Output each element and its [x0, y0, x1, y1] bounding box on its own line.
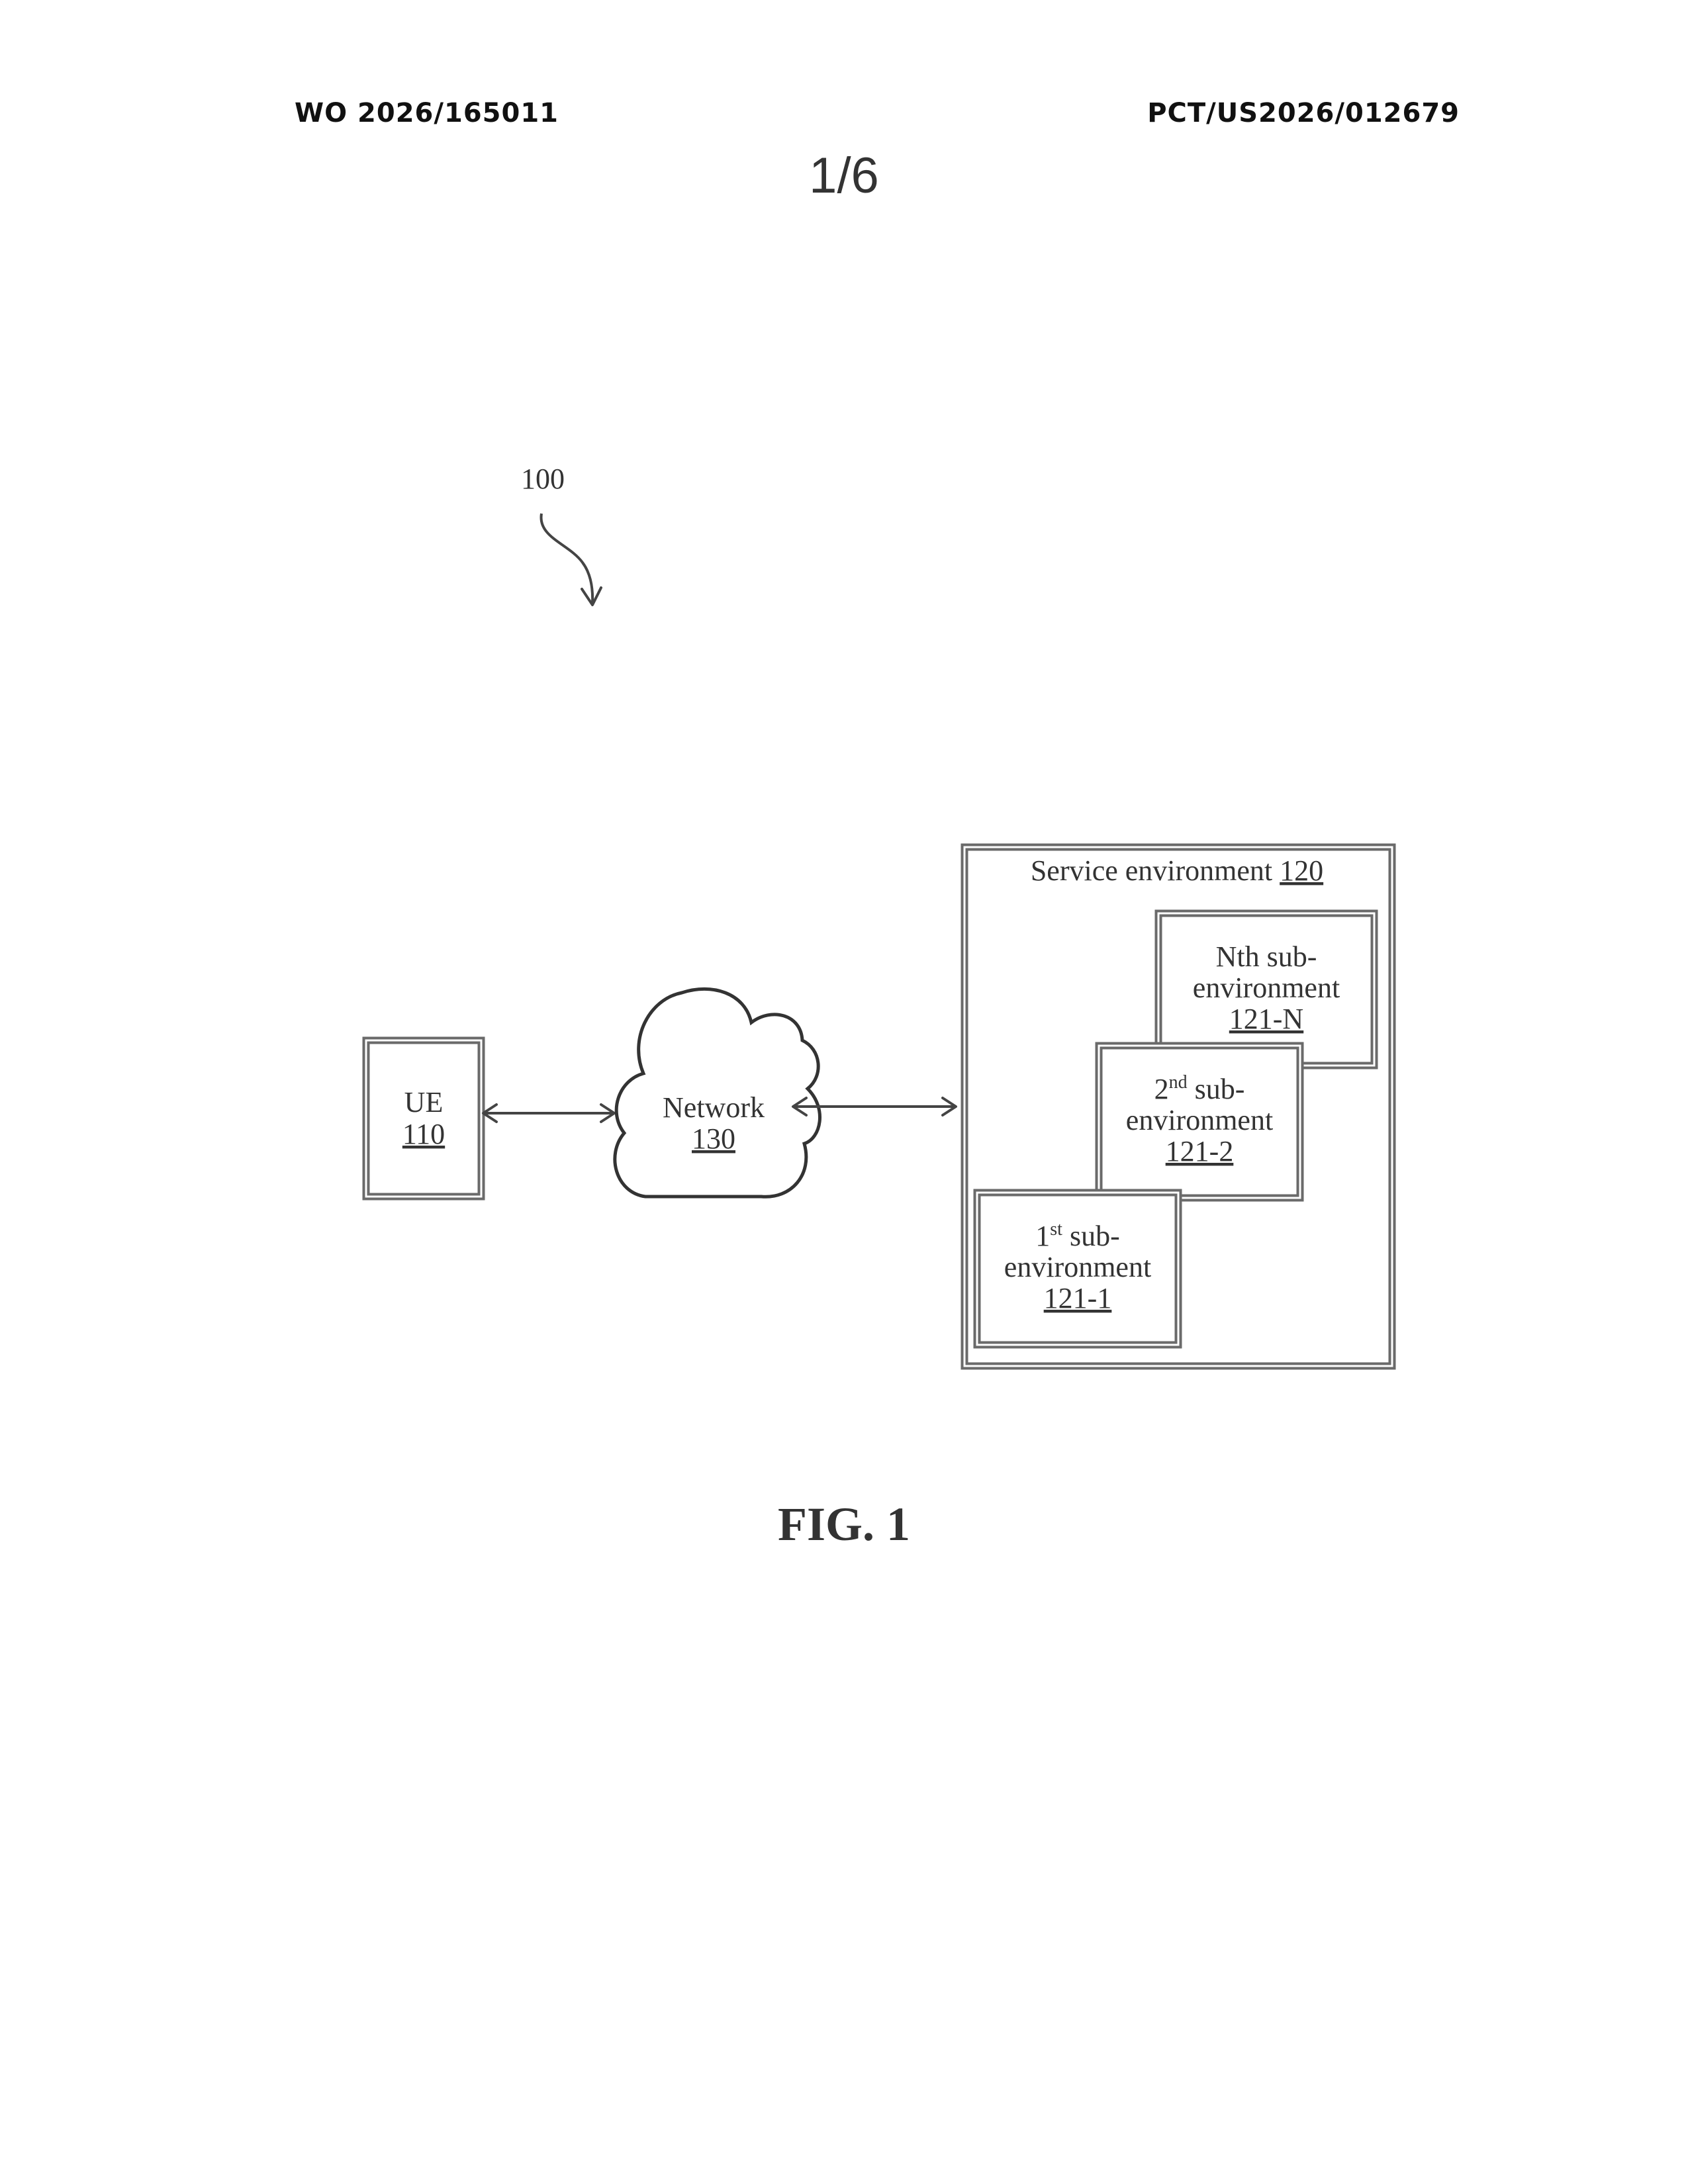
sub-environment-1-box: 1st sub- environment 121-1 [977, 1193, 1178, 1345]
sub-environment-2-line2: environment [1126, 1104, 1273, 1136]
ue-ref: 110 [402, 1118, 445, 1150]
sub-environment-1-suffix-text: sub- [1062, 1220, 1120, 1252]
sub-environment-2-box: 2nd sub- environment 121-2 [1099, 1046, 1300, 1198]
figure-caption: FIG. 1 [0, 1497, 1688, 1552]
sub-environment-n-line1: Nth sub- [1216, 940, 1317, 973]
sub-environment-n-suffix-text: sub- [1260, 940, 1317, 973]
service-environment-ref: 120 [1280, 854, 1323, 887]
service-environment-name: Service environment [1031, 854, 1272, 887]
ue-box: UE 110 [366, 1040, 481, 1197]
sub-environment-2-ordinal-suffix: nd [1169, 1072, 1188, 1093]
network-cloud: Network 130 [615, 989, 820, 1197]
sub-environment-1-line2: environment [1004, 1251, 1151, 1283]
sub-environment-1-ref: 121-1 [1044, 1282, 1112, 1314]
sub-environment-n-ordinal: Nth [1216, 940, 1260, 973]
service-environment-gap [1272, 854, 1280, 887]
sub-environment-1-line1: 1st sub- [1035, 1219, 1119, 1252]
sub-environment-2-ref: 121-2 [1166, 1135, 1234, 1167]
network-label: Network [663, 1091, 765, 1124]
sub-environment-2-suffix-text: sub- [1188, 1073, 1245, 1105]
sub-environment-2-ordinal: 2 [1154, 1073, 1169, 1105]
service-environment-label: Service environment 120 [1031, 854, 1323, 887]
sub-environment-n-ref: 121-N [1229, 1003, 1303, 1035]
sub-environment-1-ordinal-suffix: st [1050, 1219, 1062, 1240]
network-ref: 130 [692, 1122, 735, 1155]
figure-reference-label: 100 [521, 463, 565, 495]
sub-environment-1-ordinal: 1 [1035, 1220, 1050, 1252]
reference-curved-arrow [541, 514, 601, 605]
ue-label: UE [404, 1086, 444, 1118]
sub-environment-2-line1: 2nd sub- [1154, 1072, 1245, 1105]
sub-environment-n-line2: environment [1193, 972, 1340, 1004]
ue-network-arrow [483, 1105, 614, 1122]
